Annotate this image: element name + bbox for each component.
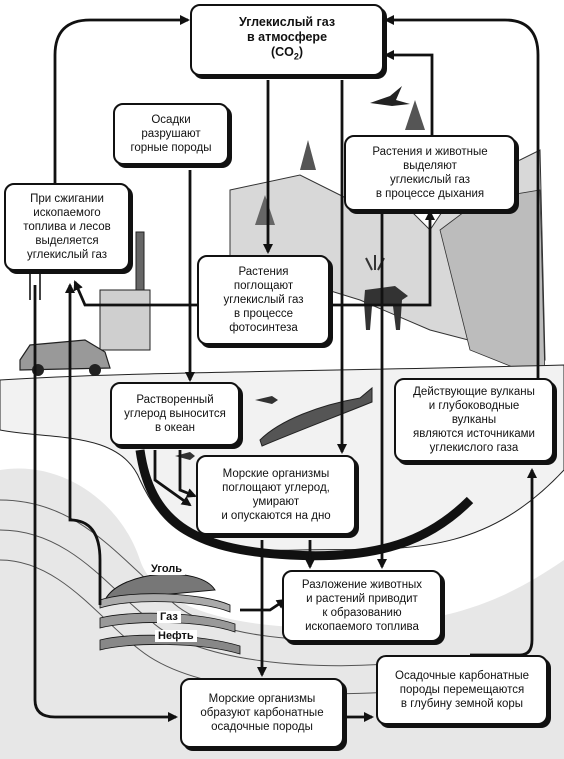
- volcanoes-line2: и глубоководные: [428, 400, 520, 412]
- dissolved-carbon-box: Растворенный углерод выносится в океан: [110, 382, 240, 446]
- volcanoes-line4: являются источниками: [413, 428, 535, 440]
- respiration-box: Растения и животные выделяют углекислый …: [344, 135, 516, 211]
- photosynthesis-line3: углекислый газ: [223, 294, 304, 306]
- volcanoes-line5: углекислого газа: [429, 442, 519, 454]
- decomposition-line3: к образованию: [322, 607, 402, 619]
- photosynthesis-line2: поглощают: [233, 280, 294, 292]
- formula-prefix: (CO: [270, 45, 294, 60]
- bird-icon: [370, 86, 410, 106]
- combustion-line2: ископаемого: [33, 207, 101, 219]
- sedimentary-transport-box: Осадочные карбонатные породы перемещаютс…: [376, 655, 548, 725]
- decomposition-line4: ископаемого топлива: [305, 621, 419, 633]
- sedimentary-line2: породы перемещаются: [399, 684, 525, 696]
- marine-carbonate-line3: осадочные породы: [211, 721, 313, 733]
- shark-icon: [259, 386, 373, 447]
- photosynthesis-line4: в процессе: [233, 308, 294, 320]
- precipitation-line2: разрушают: [141, 128, 201, 140]
- oil-label: Нефть: [155, 630, 197, 642]
- formula-suffix: ): [298, 45, 304, 60]
- dissolved-line3: в океан: [154, 422, 195, 434]
- fish-icon: [175, 396, 278, 460]
- combustion-line1: При сжигании: [30, 193, 104, 205]
- decomposition-line1: Разложение животных: [301, 579, 423, 591]
- marine-carbonate-box: Морские организмы образуют карбонатные о…: [180, 678, 344, 748]
- marine-absorb-line4: и опускаются на дно: [221, 510, 331, 522]
- volcanoes-line3: вулканы: [451, 414, 497, 426]
- sedimentary-line1: Осадочные карбонатные: [395, 670, 529, 682]
- atmosphere-co2-box: Углекислый газ в атмосфере (CO2): [190, 4, 384, 76]
- respiration-line3: углекислый газ: [389, 174, 471, 186]
- precipitation-line1: Осадки: [151, 114, 191, 126]
- combustion-line4: выделяется: [35, 235, 99, 247]
- precipitation-box: Осадки разрушают горные породы: [113, 103, 229, 165]
- respiration-line4: в процессе дыхания: [375, 188, 485, 200]
- combustion-line5: углекислый газ: [26, 249, 108, 261]
- fossil-fuel-strata: [99, 573, 241, 655]
- marine-absorb-line3: умирают: [252, 496, 300, 508]
- coal-label: Уголь: [148, 563, 186, 575]
- combustion-line3: топлива и лесов: [23, 221, 111, 233]
- marine-absorb-line2: поглощают углерод,: [222, 482, 330, 494]
- atmosphere-line1: Углекислый газ: [238, 15, 336, 30]
- decomposition-box: Разложение животных и растений приводит …: [282, 570, 442, 642]
- respiration-line2: выделяют: [403, 160, 457, 172]
- volcanoes-line1: Действующие вулканы: [413, 386, 535, 398]
- marine-carbonate-line2: образуют карбонатные: [200, 707, 324, 719]
- car-icon: [19, 339, 111, 376]
- cycle-arrows: [33, 15, 540, 722]
- atmosphere-formula: (CO2): [271, 45, 303, 65]
- respiration-line1: Растения и животные: [372, 146, 488, 158]
- combustion-box: При сжигании ископаемого топлива и лесов…: [4, 183, 130, 271]
- photosynthesis-box: Растения поглощают углекислый газ в проц…: [197, 255, 330, 345]
- dissolved-line2: углерод выносится: [124, 408, 226, 420]
- photosynthesis-line1: Растения: [238, 266, 289, 278]
- photosynthesis-line5: фотосинтеза: [229, 322, 298, 334]
- dissolved-line1: Растворенный: [136, 394, 214, 406]
- sedimentary-line3: в глубину земной коры: [400, 698, 524, 710]
- marine-absorb-line1: Морские организмы: [222, 468, 330, 480]
- precipitation-line3: горные породы: [130, 142, 212, 154]
- factory-illustration: [29, 231, 151, 351]
- gas-label: Газ: [157, 611, 181, 623]
- atmosphere-line2: в атмосфере: [246, 30, 328, 45]
- decomposition-line2: и растений приводит: [306, 593, 418, 605]
- marine-carbonate-line1: Морские организмы: [208, 693, 316, 705]
- volcanoes-box: Действующие вулканы и глубоководные вулк…: [394, 378, 554, 462]
- formula-subscript: 2: [293, 51, 299, 62]
- marine-absorb-box: Морские организмы поглощают углерод, уми…: [196, 455, 356, 535]
